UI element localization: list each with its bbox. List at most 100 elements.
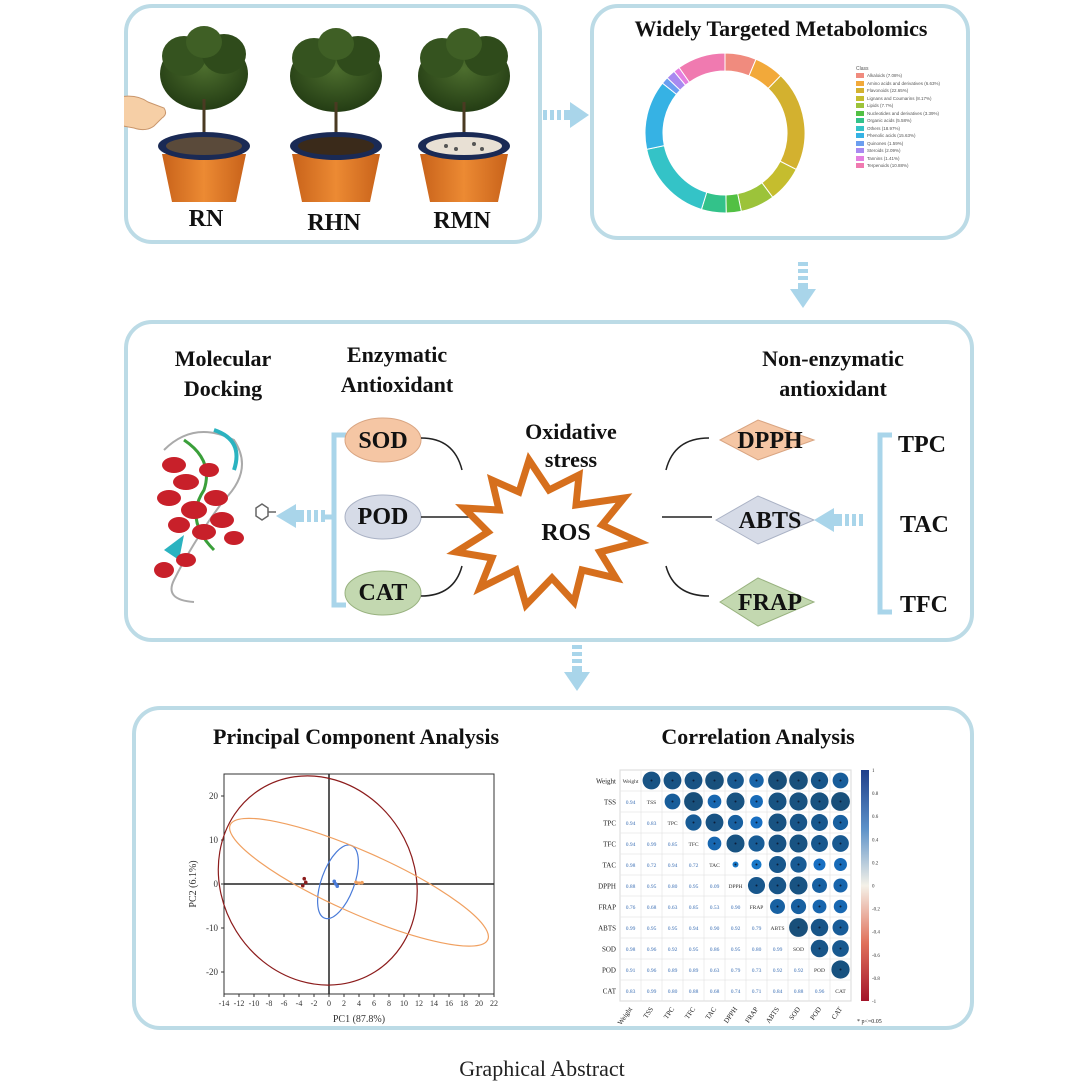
corr-colorbar-tick: 0.6: [872, 815, 879, 820]
corr-sig-dot: [797, 926, 800, 929]
corr-value: 0.63: [668, 905, 678, 911]
plant-label-rn: RN: [188, 206, 224, 232]
corr-row-label: DPPH: [598, 883, 616, 891]
corr-sig-dot: [818, 905, 821, 908]
corr-value: 0.09: [710, 884, 720, 890]
corr-value: 0.95: [689, 947, 699, 953]
corr-value: 0.83: [626, 989, 636, 995]
corr-sig-dot: [776, 842, 779, 845]
corr-sig-dot: [818, 863, 821, 866]
protein-structure-icon: [154, 428, 276, 603]
corr-sig-dot: [671, 800, 674, 803]
corr-col-label: TPC: [662, 1005, 676, 1020]
pca-xtick-label: -14: [219, 999, 230, 1008]
legend-swatch: [856, 110, 864, 116]
metabolomics-title: Widely Targeted Metabolomics: [634, 16, 928, 41]
corr-sig-dot: [776, 905, 779, 908]
corr-row-label: TFC: [603, 841, 616, 849]
legend-item: Lignans and Coumarins (8.17%): [856, 95, 966, 103]
antioxidant-panel: [124, 320, 974, 642]
corr-row-label: POD: [602, 967, 616, 975]
pca-point: [360, 880, 364, 885]
corr-sig-dot: [839, 968, 842, 971]
pca-xtick-label: 0: [327, 999, 331, 1008]
corr-value: 0.92: [773, 968, 783, 974]
corr-value: 0.68: [647, 905, 657, 911]
donut-slice: [644, 82, 678, 150]
corr-value: 0.85: [689, 905, 699, 911]
corr-colorbar-tick: 0.2: [872, 861, 879, 866]
tpc-label: TPC: [898, 432, 946, 458]
corr-diag-label: CAT: [835, 989, 846, 995]
pca-xtick-label: -4: [296, 999, 303, 1008]
pca-ytick-label: -20: [206, 967, 218, 977]
docking-title: Molecular Docking: [174, 346, 272, 401]
corr-value: 0.83: [647, 821, 657, 827]
corr-sig-dot: [839, 800, 842, 803]
corr-col-label: TSS: [642, 1005, 656, 1020]
corr-value: 0.96: [647, 947, 657, 953]
corr-cell: [829, 979, 852, 1002]
sod-label: SOD: [358, 428, 408, 454]
corr-sig-dot: [818, 926, 821, 929]
legend-item: Phenolic acids (15.63%): [856, 132, 966, 140]
corr-diag-label: TFC: [688, 842, 698, 848]
pca-ytick-label: 20: [209, 791, 219, 801]
legend-swatch: [856, 125, 864, 131]
pca-xtick-label: 20: [475, 999, 483, 1008]
corr-value: 0.95: [689, 884, 699, 890]
oxidative-stress-title: Oxidative stress: [525, 419, 617, 472]
corr-colorbar: [861, 770, 869, 1001]
corr-value: 0.98: [626, 863, 636, 869]
dpph-label: DPPH: [737, 428, 803, 454]
legend-label: Amino acids and derivatives (6.63%): [867, 80, 941, 86]
legend-label: Quinones (1.59%): [867, 140, 904, 146]
pca-xtick-label: -6: [281, 999, 288, 1008]
pca-title: Principal Component Analysis: [212, 724, 500, 749]
corr-value: 0.92: [794, 968, 804, 974]
corr-sig-dot: [797, 884, 800, 887]
legend-swatch: [856, 103, 864, 109]
pca-point: [303, 880, 308, 885]
corr-colorbar-tick: -0.6: [872, 954, 880, 959]
corr-value: 0.99: [626, 926, 636, 932]
legend-swatch: [856, 80, 864, 86]
cat-node: [344, 570, 422, 616]
corr-col-label: DPPH: [722, 1006, 739, 1025]
corr-value: 0.94: [689, 926, 699, 932]
arrow-right-icon: [543, 102, 589, 128]
legend-swatch: [856, 163, 864, 169]
legend-swatch: [856, 95, 864, 101]
pca-ylabel: PC2 (6.1%): [188, 860, 199, 907]
corr-diag-label: POD: [814, 968, 825, 974]
antioxidant-diagram: [154, 417, 892, 627]
legend-swatch: [856, 155, 864, 161]
pca-point: [354, 880, 358, 885]
arrow-left-icon: [276, 504, 325, 528]
legend-item: Quinones (1.59%): [856, 140, 966, 148]
corr-sig-dot: [734, 863, 737, 866]
corr-diag-label: TAC: [709, 863, 720, 869]
corr-sig-dot: [755, 842, 758, 845]
corr-value: 0.94: [668, 863, 678, 869]
pca-xtick-label: -12: [234, 999, 245, 1008]
corr-sig-dot: [776, 800, 779, 803]
corr-value: 0.88: [626, 884, 636, 890]
pca-xtick-label: 14: [430, 999, 438, 1008]
legend-label: Lignans and Coumarins (8.17%): [867, 95, 932, 101]
corr-sig-dot: [755, 884, 758, 887]
corr-value: 0.99: [773, 947, 783, 953]
corr-value: 0.80: [668, 989, 678, 995]
arrow-down-icon: [790, 262, 816, 308]
corr-value: 0.74: [731, 989, 741, 995]
legend-label: Tannins (1.41%): [867, 155, 900, 161]
arrow-left-icon: [814, 508, 863, 532]
corr-sig-dot: [839, 842, 842, 845]
corr-value: 0.99: [647, 989, 657, 995]
legend-item: Organic acids (5.58%): [856, 117, 966, 125]
pca-confidence-ellipse: [228, 817, 490, 947]
legend-label: Organic acids (5.58%): [867, 118, 912, 124]
pca-point: [357, 881, 361, 885]
corr-value: 0.96: [815, 989, 825, 995]
corr-value: 0.90: [731, 905, 741, 911]
